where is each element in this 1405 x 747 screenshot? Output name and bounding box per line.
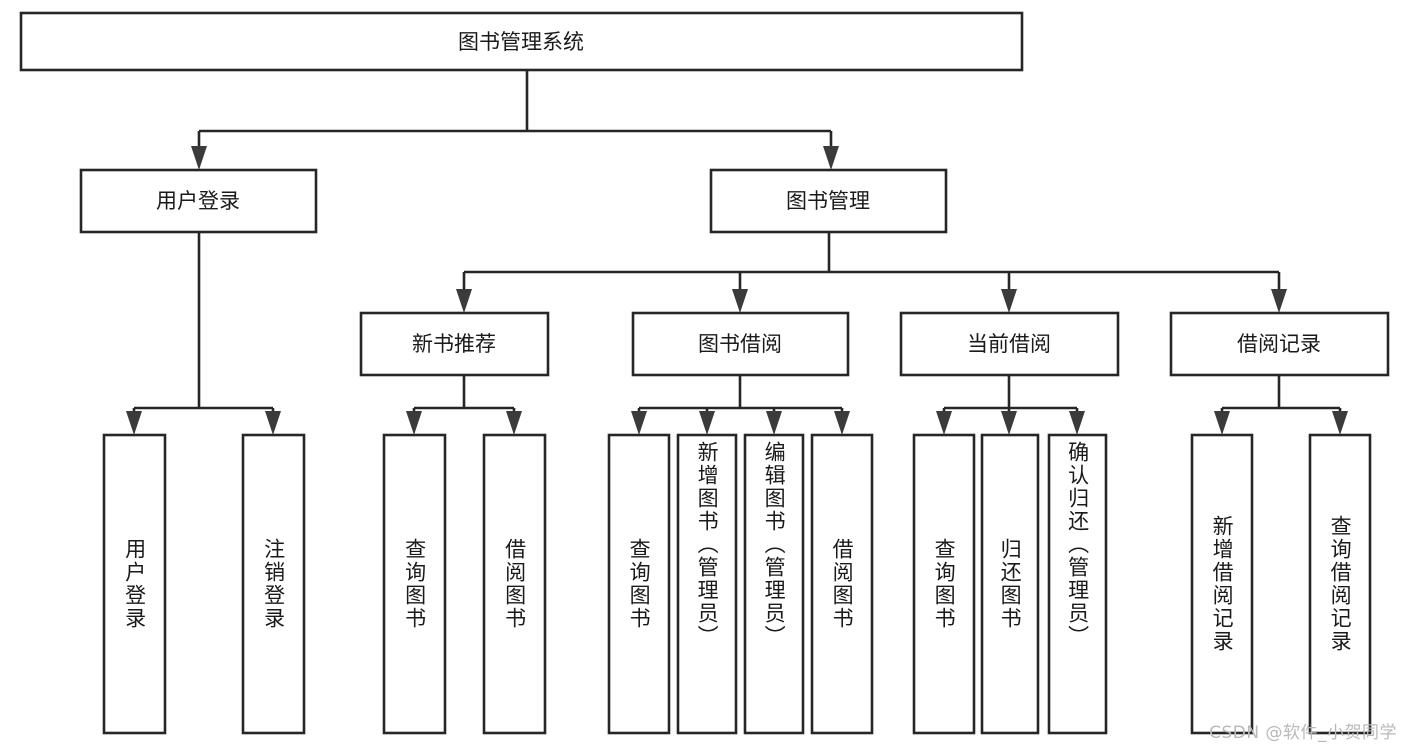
leaf-box-newbook-borrow[interactable] <box>482 433 547 735</box>
connector-newbook-branch <box>412 375 516 415</box>
node-label-book-manage: 图书管理 <box>786 189 870 213</box>
leaf-box-current-return[interactable] <box>980 433 1040 735</box>
arrow-head-to-leaf-newbook-borrow <box>506 411 522 435</box>
connector-currentborrow-branch <box>942 375 1079 415</box>
arrow-head-to-leaf-current-query <box>936 411 952 435</box>
connector-level3-branch <box>462 232 1281 293</box>
arrow-head-to-leaf-logout <box>265 411 281 435</box>
arrow-head-to-new-book <box>456 289 472 313</box>
node-label-root: 图书管理系统 <box>458 30 584 54</box>
node-box-root[interactable] <box>19 11 1024 72</box>
connector-bookborrow-branch <box>637 375 844 415</box>
node-box-current-borrow[interactable] <box>899 311 1120 377</box>
connector-group-bookborrow-to-leaves <box>631 375 850 435</box>
node-label-book-borrow: 图书借阅 <box>698 332 782 356</box>
leaf-box-user-login[interactable] <box>102 433 167 735</box>
connector-group-borrowrecord-to-leaves <box>1214 375 1348 435</box>
leaf-box-logout[interactable] <box>241 433 306 735</box>
connector-group-currentborrow-to-leaves <box>936 375 1085 435</box>
connector-borrowrecord-branch <box>1220 375 1342 415</box>
node-box-book-manage[interactable] <box>709 168 948 234</box>
node-box-borrow-record[interactable] <box>1169 311 1390 377</box>
arrow-head-to-leaf-newbook-query <box>406 411 422 435</box>
connector-group-newbook-to-leaves <box>406 375 522 435</box>
connector-userlogin-branch <box>132 232 275 415</box>
node-label-borrow-record: 借阅记录 <box>1237 332 1321 356</box>
node-box-new-book-recommend[interactable] <box>359 311 550 377</box>
arrow-head-to-leaf-record-query <box>1332 411 1348 435</box>
arrow-head-to-leaf-borrow-edit <box>766 411 782 435</box>
connector-group-booksystem-to-level3 <box>456 232 1287 313</box>
node-label-new-book-recommend: 新书推荐 <box>412 332 496 356</box>
leaf-box-record-add[interactable] <box>1190 433 1254 735</box>
arrow-head-to-book-manage <box>823 146 839 170</box>
leaf-box-current-confirm[interactable] <box>1047 433 1108 735</box>
leaf-box-newbook-query[interactable] <box>382 433 447 735</box>
arrow-head-to-leaf-current-confirm <box>1069 411 1085 435</box>
csdn-watermark: CSDN @软件_小贺同学 <box>1209 723 1397 743</box>
arrow-head-to-borrow-record <box>1271 289 1287 313</box>
arrow-head-to-book-borrow <box>732 289 748 313</box>
arrow-head-to-leaf-record-add <box>1214 411 1230 435</box>
node-label-user-login: 用户登录 <box>156 189 240 213</box>
node-box-book-borrow[interactable] <box>631 311 850 377</box>
connector-group-userlogin-to-leaves <box>126 232 281 435</box>
arrow-head-to-leaf-user-login <box>126 411 142 435</box>
leaf-box-borrow-add[interactable] <box>676 433 738 735</box>
arrow-head-to-leaf-borrow-lend <box>834 411 850 435</box>
connector-group-root-to-level2 <box>191 70 839 170</box>
arrow-head-to-leaf-current-return <box>1001 411 1017 435</box>
arrow-head-to-leaf-borrow-query <box>631 411 647 435</box>
node-box-user-login[interactable] <box>79 168 318 234</box>
arrow-head-to-leaf-borrow-add <box>699 411 715 435</box>
connector-root-branch <box>197 70 833 150</box>
leaf-box-borrow-query[interactable] <box>607 433 671 735</box>
leaf-box-borrow-lend[interactable] <box>810 433 874 735</box>
leaf-box-current-query[interactable] <box>912 433 976 735</box>
arrow-head-to-user-login <box>191 146 207 170</box>
node-label-current-borrow: 当前借阅 <box>967 332 1051 356</box>
leaf-box-record-query[interactable] <box>1308 433 1372 735</box>
arrow-head-to-current-borrow <box>1001 289 1017 313</box>
leaf-box-borrow-edit[interactable] <box>743 433 805 735</box>
